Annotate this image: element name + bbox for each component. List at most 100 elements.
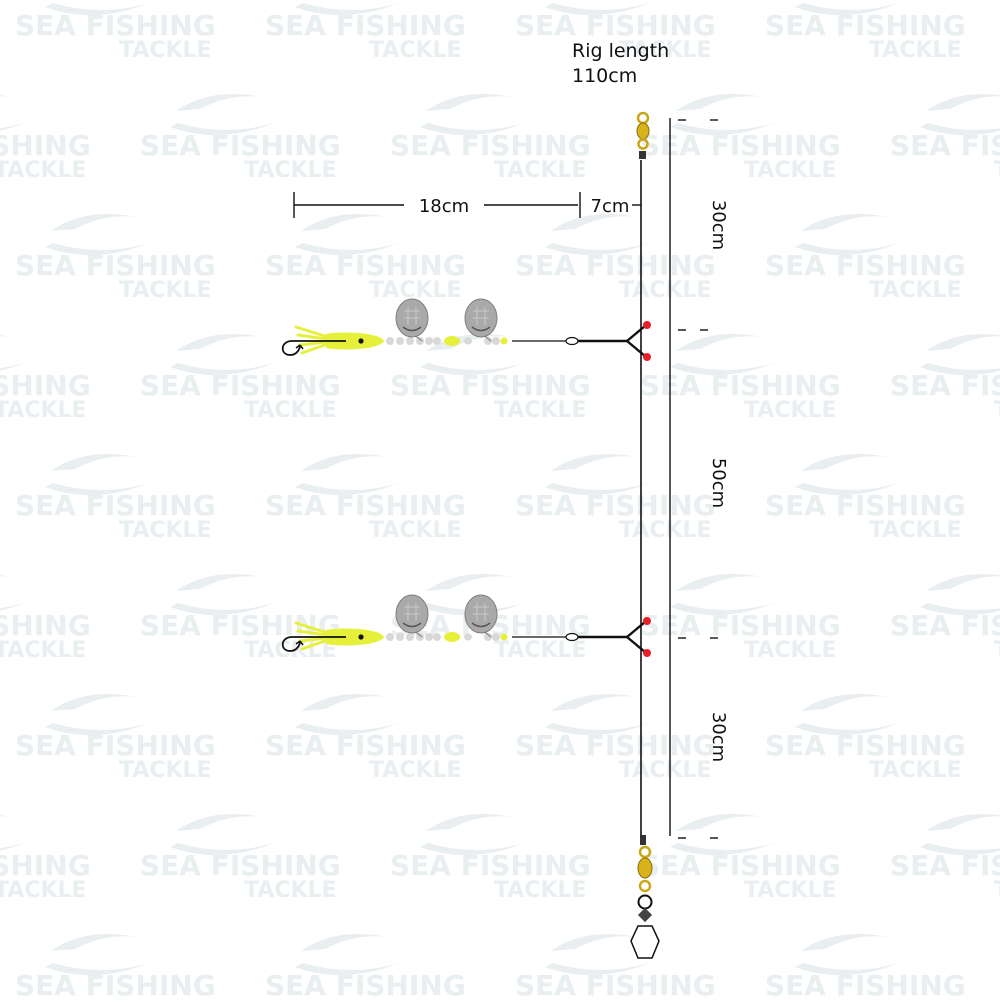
stop-bead-red	[643, 353, 651, 361]
bead	[425, 337, 433, 345]
bead	[464, 337, 472, 345]
watermark-line1: SEA FISHING	[515, 9, 716, 42]
lure-tentacle	[296, 333, 328, 341]
bead	[484, 337, 492, 345]
watermark-line1: SEA FISHING	[515, 969, 716, 1000]
watermark-line1: SEA FISHING	[765, 9, 966, 42]
section-label-middle: 50cm	[708, 458, 729, 508]
hook	[281, 636, 346, 652]
blade-edge	[402, 622, 422, 628]
watermark-line1: SEA FISHING	[765, 969, 966, 1000]
hook-snood-2	[281, 594, 651, 657]
watermark-line1: SEA FISHING	[15, 969, 216, 1000]
watermark-line1: SEA FISHING	[765, 729, 966, 762]
watermark-line2: TACKLE	[619, 518, 712, 543]
watermark-line1: SEA FISHING	[640, 129, 841, 162]
lure-tentacle	[294, 325, 328, 338]
watermark-line1: SEA FISHING	[140, 369, 341, 402]
watermark-line1: SEA FISHING	[265, 9, 466, 42]
snood-length-label: 18cm	[419, 196, 469, 217]
watermark-line1: SEA FISHING	[640, 609, 841, 642]
watermark-line2: TACKLE	[494, 878, 587, 903]
hook-barb	[295, 344, 304, 350]
rig-length-title: Rig length	[572, 40, 669, 62]
rig-length-value: 110cm	[572, 65, 637, 87]
watermark-line2: TACKLE	[619, 758, 712, 783]
watermark-line1: SEA FISHING	[890, 609, 1000, 642]
bead	[484, 633, 492, 641]
hook	[281, 340, 346, 356]
watermark-line2: TACKLE	[0, 638, 87, 663]
top-swivel	[636, 111, 650, 159]
bead	[406, 337, 414, 345]
dimension-lines	[293, 118, 718, 839]
bottom-swivel	[630, 835, 660, 959]
watermark-line1: SEA FISHING	[140, 849, 341, 882]
watermark-line1: SEA FISHING	[765, 489, 966, 522]
watermark-line2: TACKLE	[744, 878, 837, 903]
bead	[464, 633, 472, 641]
watermark-line1: SEA FISHING	[15, 729, 216, 762]
watermark-line2: TACKLE	[0, 878, 87, 903]
section-label-top: 30cm	[708, 200, 729, 250]
watermark-line2: TACKLE	[994, 878, 1000, 903]
watermark-line2: TACKLE	[869, 278, 962, 303]
watermark-line2: TACKLE	[369, 278, 462, 303]
bead	[396, 337, 404, 345]
watermark-line1: SEA FISHING	[390, 849, 591, 882]
watermark-line2: TACKLE	[994, 158, 1000, 183]
watermark-line2: TACKLE	[494, 638, 587, 663]
blade-edge	[471, 326, 491, 332]
watermark-line1: SEA FISHING	[0, 849, 91, 882]
watermark-line2: TACKLE	[369, 758, 462, 783]
watermark-line1: SEA FISHING	[15, 489, 216, 522]
watermark-line2: TACKLE	[0, 398, 87, 423]
lure-tentacle	[296, 629, 328, 637]
bead	[500, 337, 508, 345]
lure-tentacle	[298, 340, 328, 347]
stop-bead-red	[643, 321, 651, 329]
watermark-line1: SEA FISHING	[15, 249, 216, 282]
watermark-line2: TACKLE	[744, 638, 837, 663]
lure-tentacle	[298, 636, 328, 643]
watermark-line1: SEA FISHING	[265, 249, 466, 282]
watermark-line2: TACKLE	[244, 398, 337, 423]
lumo-bead	[444, 336, 460, 346]
watermark-line2: TACKLE	[119, 38, 212, 63]
watermark-line2: TACKLE	[869, 38, 962, 63]
watermark-line2: TACKLE	[619, 38, 712, 63]
watermark-line2: TACKLE	[369, 38, 462, 63]
watermark-line1: SEA FISHING	[515, 249, 716, 282]
watermark-line1: SEA FISHING	[515, 489, 716, 522]
watermark-line1: SEA FISHING	[265, 729, 466, 762]
watermark-line2: TACKLE	[869, 758, 962, 783]
watermark-line1: SEA FISHING	[890, 369, 1000, 402]
watermark-line1: SEA FISHING	[15, 9, 216, 42]
stop-bead-red	[643, 649, 651, 657]
blade-edge	[471, 622, 491, 628]
